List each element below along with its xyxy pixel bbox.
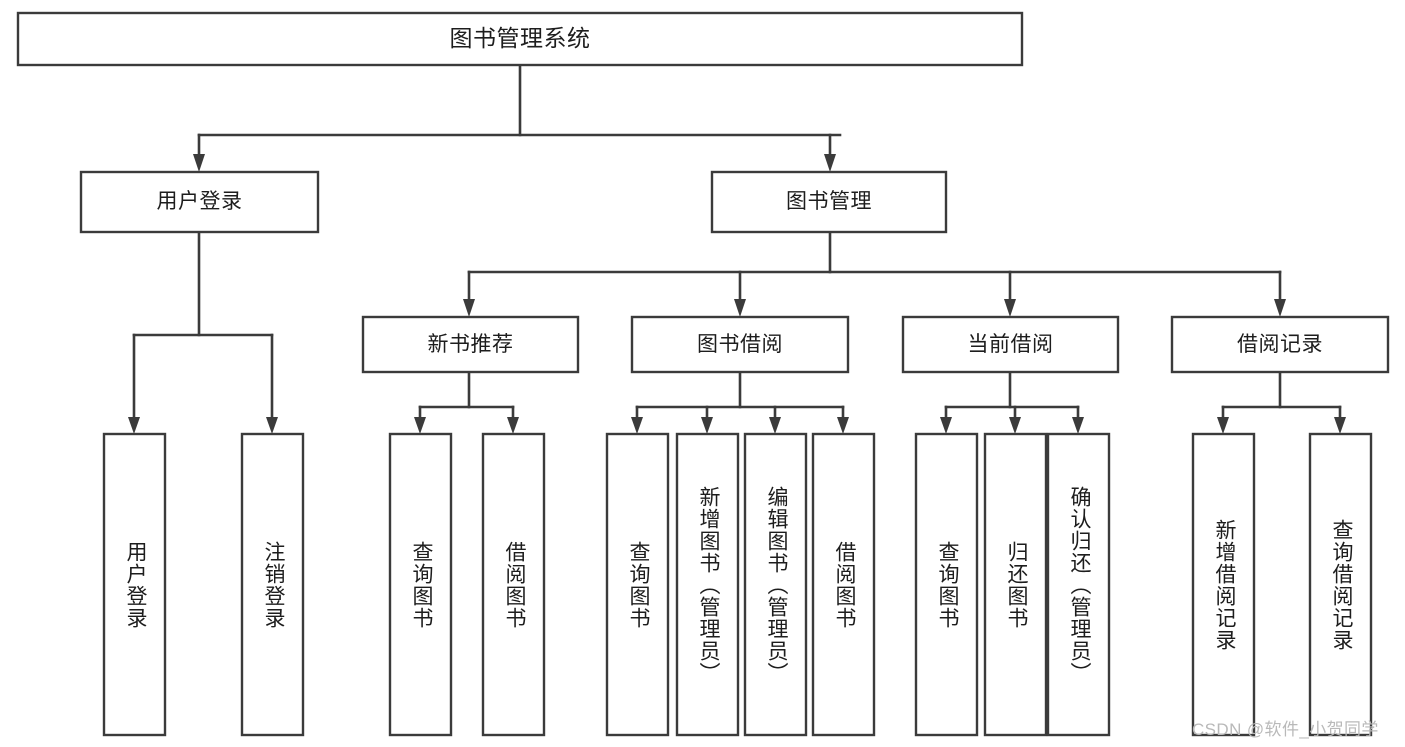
arrow-head-borrow-record: [1274, 299, 1286, 317]
node-box-leaf-borrow-book-2[interactable]: [811, 432, 876, 737]
arrow-head-leaf-query-record: [1334, 417, 1346, 434]
arrow-head-leaf-user-logout: [266, 417, 278, 434]
node-box-leaf-add-book[interactable]: [675, 432, 740, 737]
arrow-head-leaf-return-book: [1009, 417, 1021, 434]
node-box-leaf-query-book-2[interactable]: [605, 432, 670, 737]
node-box-borrow-record[interactable]: [1170, 315, 1390, 374]
arrow-head-leaf-add-book: [701, 417, 713, 434]
arrow-head-book-management: [824, 154, 836, 172]
arrow-head-new-book-recommend: [463, 299, 475, 317]
connector-root-to-level1: [193, 63, 842, 172]
arrow-head-leaf-query-book-2: [631, 417, 643, 434]
arrow-head-leaf-confirm-return: [1072, 417, 1084, 434]
connector-borrow-record-to-leaves: [1217, 370, 1346, 434]
arrow-head-leaf-user-login: [128, 417, 140, 434]
node-box-book-management[interactable]: [710, 170, 948, 234]
node-box-leaf-confirm-return[interactable]: [1046, 432, 1111, 737]
arrow-head-user-login: [193, 154, 205, 172]
connector-current-borrow-to-leaves: [940, 370, 1084, 434]
connector-user-login-to-leaves: [128, 230, 278, 434]
connector-new-book-recommend-to-leaves: [414, 370, 519, 434]
node-box-leaf-user-logout[interactable]: [240, 432, 305, 737]
node-box-user-login[interactable]: [79, 170, 320, 234]
connector-book-borrow-to-leaves: [631, 370, 849, 434]
node-box-leaf-user-login[interactable]: [102, 432, 167, 737]
node-box-root[interactable]: [16, 11, 1024, 67]
connector-book-management-to-level2: [463, 230, 1286, 317]
arrow-head-leaf-query-book-3: [940, 417, 952, 434]
arrow-head-leaf-borrow-book-1: [507, 417, 519, 434]
node-box-leaf-borrow-book-1[interactable]: [481, 432, 546, 737]
arrow-head-leaf-query-book-1: [414, 417, 426, 434]
arrow-head-leaf-borrow-book-2: [837, 417, 849, 434]
arrow-head-leaf-edit-book: [769, 417, 781, 434]
node-box-leaf-edit-book[interactable]: [743, 432, 808, 737]
arrow-head-leaf-add-record: [1217, 417, 1229, 434]
node-box-leaf-return-book[interactable]: [983, 432, 1048, 737]
node-box-current-borrow[interactable]: [901, 315, 1120, 374]
node-box-leaf-query-record[interactable]: [1308, 432, 1373, 737]
arrow-head-book-borrow: [734, 299, 746, 317]
node-box-leaf-query-book-1[interactable]: [388, 432, 453, 737]
arrow-head-current-borrow: [1004, 299, 1016, 317]
node-box-leaf-add-record[interactable]: [1191, 432, 1256, 737]
node-box-new-book-recommend[interactable]: [361, 315, 580, 374]
node-box-book-borrow[interactable]: [630, 315, 850, 374]
node-box-leaf-query-book-3[interactable]: [914, 432, 979, 737]
